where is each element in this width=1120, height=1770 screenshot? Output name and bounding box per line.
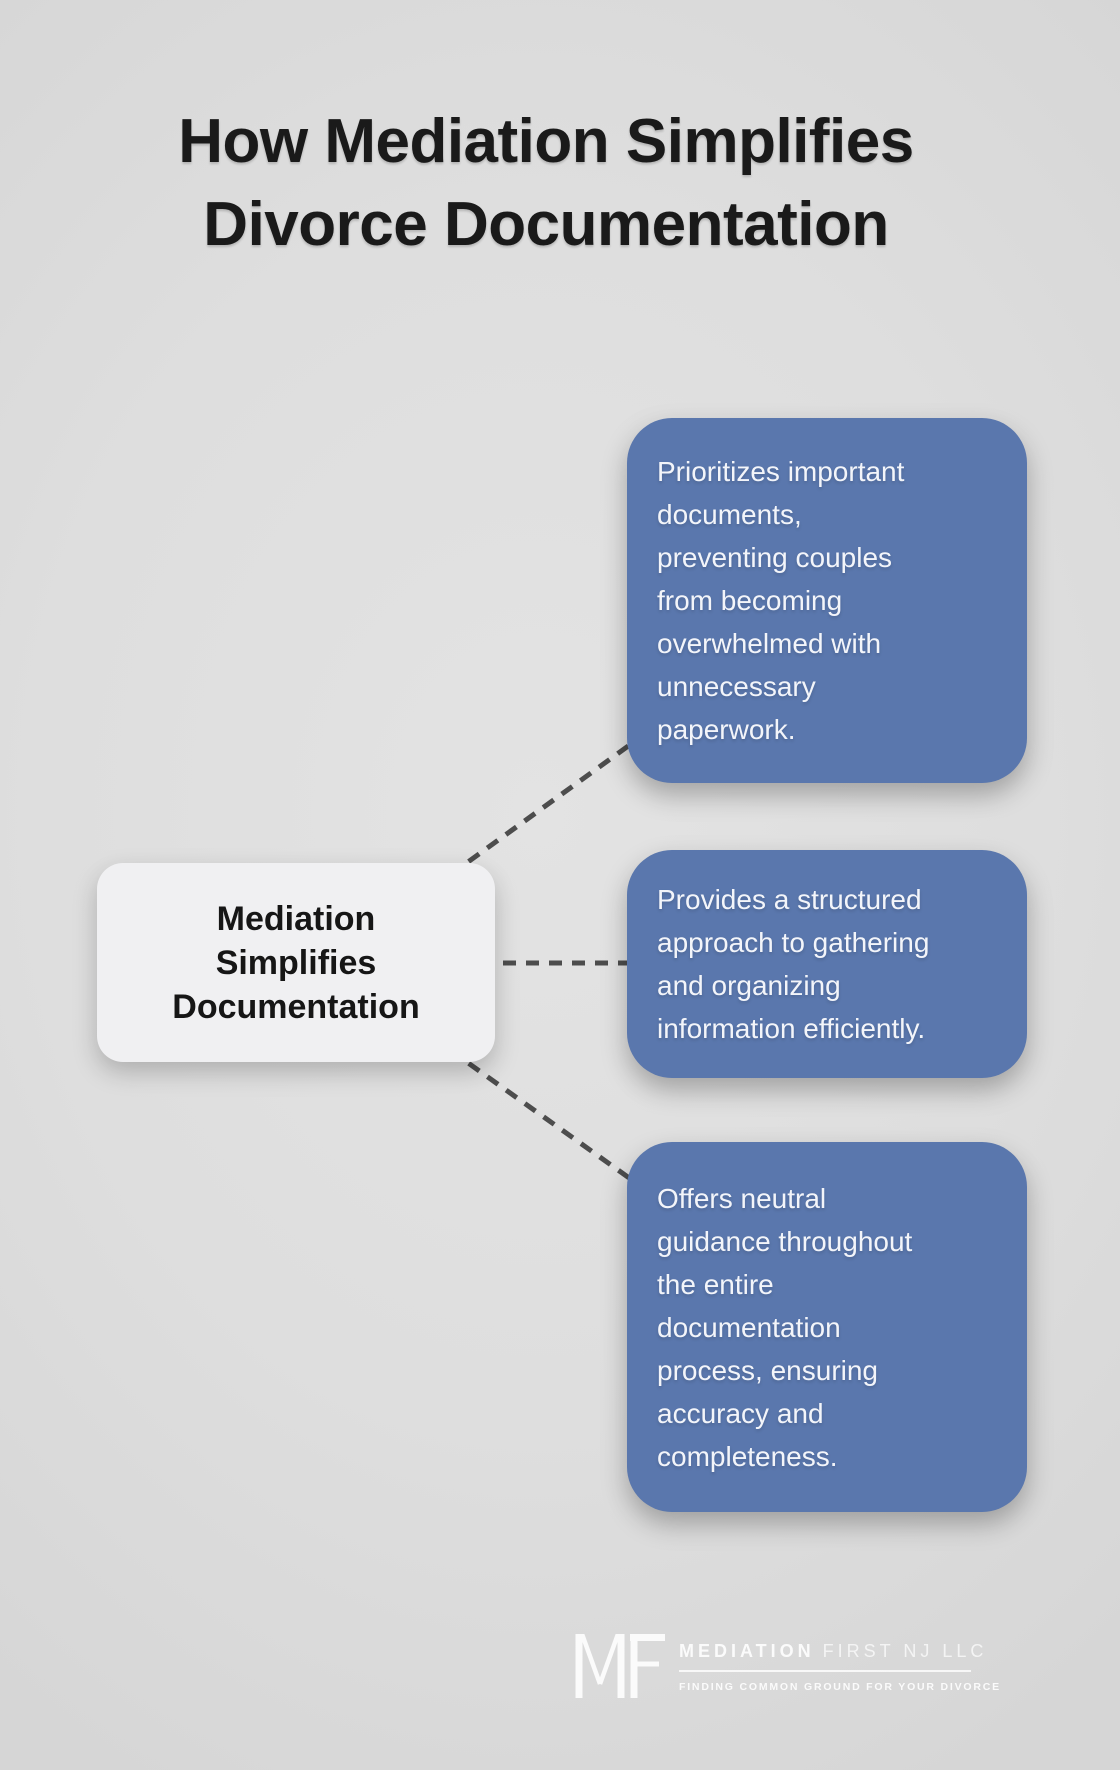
branch-2-line: information efficiently.	[657, 1013, 926, 1044]
branch-1-line: documents,	[657, 499, 802, 530]
branch-1-line: unnecessary	[657, 671, 816, 702]
central-node-line-2: Simplifies	[215, 943, 377, 982]
page-title-line-2: Divorce Documentation	[203, 190, 889, 259]
branch-3-line: process, ensuring	[657, 1354, 879, 1386]
branch-card-prioritizes: Prioritizes important documents, prevent…	[627, 418, 1027, 783]
branch-card-structured-approach: Provides a structured approach to gather…	[627, 850, 1027, 1078]
brand-name-first-nj-llc: FIRST NJ LLC	[822, 1640, 988, 1661]
branch-3-line: accuracy and	[657, 1397, 824, 1429]
central-node: Mediation Simplifies Documentation	[97, 863, 495, 1062]
central-node-line-1: Mediation	[216, 899, 376, 938]
mf-monogram-icon	[575, 1634, 665, 1698]
branch-card-neutral-guidance: Offers neutral guidance throughout the e…	[627, 1142, 1027, 1512]
branch-3-line: guidance throughout	[657, 1225, 913, 1257]
page-title: How Mediation Simplifies Divorce Documen…	[0, 100, 1092, 266]
branch-1-line: overwhelmed with	[657, 628, 882, 659]
central-node-line-3: Documentation	[172, 987, 420, 1026]
branch-3-line: the entire	[657, 1268, 774, 1300]
page-title-line-1: How Mediation Simplifies	[178, 107, 914, 176]
logo-divider	[679, 1669, 971, 1672]
branch-3-line: documentation	[657, 1311, 841, 1343]
branch-1-line: Prioritizes important	[657, 456, 905, 487]
branch-1-line: from becoming	[657, 585, 843, 616]
brand-tagline: FINDING COMMON GROUND FOR YOUR DIVORCE	[679, 1680, 1001, 1693]
branch-3-line: completeness.	[657, 1440, 838, 1472]
brand-name-mediation: MEDIATION	[679, 1640, 815, 1661]
branch-1-line: paperwork.	[657, 714, 796, 745]
branch-2-line: Provides a structured	[657, 884, 922, 915]
branch-3-line: Offers neutral	[657, 1182, 827, 1214]
branch-1-line: preventing couples	[657, 542, 893, 573]
branch-2-line: and organizing	[657, 970, 841, 1001]
branch-2-line: approach to gathering	[657, 927, 930, 958]
